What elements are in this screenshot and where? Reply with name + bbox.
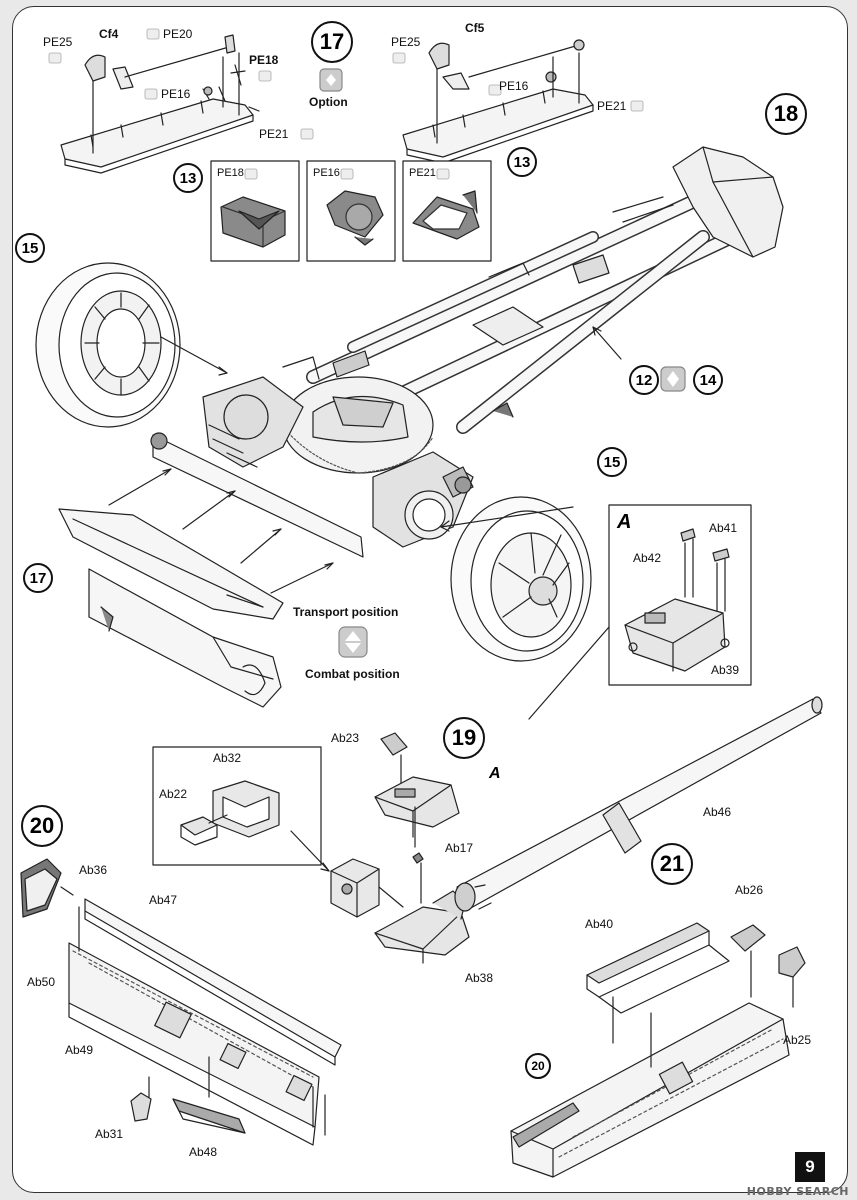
callout-13-left: 13 [173, 163, 203, 193]
part-pe18: PE18 [249, 53, 279, 67]
part-ab17: Ab17 [445, 841, 474, 855]
part-pe20: PE20 [163, 27, 193, 41]
callout-20: 20 [525, 1053, 551, 1079]
part-pe25-left: PE25 [43, 35, 73, 49]
callout-17: 17 [23, 563, 53, 593]
step-17-badge: 17 [311, 21, 353, 63]
part-cf4: Cf4 [99, 27, 119, 41]
instruction-page: 17 Option 18 19 20 21 13 13 15 15 17 12 … [12, 6, 848, 1193]
wheel-left-drawing [35, 262, 181, 428]
barrel-ab46-drawing [454, 696, 823, 912]
part-cf5: Cf5 [465, 21, 485, 35]
pe18-part-drawing [220, 196, 286, 248]
pe16-part-drawing [326, 190, 384, 246]
part-ab47: Ab47 [149, 893, 178, 907]
watermark-logo: HOBBY SEARCH [746, 1185, 849, 1198]
option-swap-icon [319, 68, 343, 92]
bracket-assembly-right-drawing [402, 39, 594, 164]
transport-combat-arrow-icon [338, 626, 368, 658]
part-ab42: Ab42 [633, 551, 662, 565]
part-ab32: Ab32 [213, 751, 242, 765]
callout-14: 14 [693, 365, 723, 395]
swap-12-14-icon [660, 366, 686, 392]
part-pe16-right: PE16 [499, 79, 529, 93]
ab32-ab22-detail-drawing [180, 780, 280, 846]
part-ab41: Ab41 [709, 521, 738, 535]
box-title-pe18: PE18 [217, 167, 244, 179]
assembly-illustration [20, 28, 823, 1178]
part-ab39: Ab39 [711, 663, 740, 677]
detail-a-label: A [617, 511, 632, 533]
pe21-part-drawing [412, 190, 480, 240]
bracket-assembly-left-drawing [60, 34, 260, 174]
step-20-badge: 20 [21, 805, 63, 847]
part-ab38: Ab38 [465, 971, 494, 985]
option-label: Option [309, 95, 348, 109]
callout-13-right: 13 [507, 147, 537, 177]
part-ab25: Ab25 [783, 1033, 812, 1047]
callout-12: 12 [629, 365, 659, 395]
transport-arm-drawing [58, 508, 284, 708]
step-18-badge: 18 [765, 93, 807, 135]
part-ab46: Ab46 [703, 805, 732, 819]
ab32-block-drawing [330, 858, 380, 918]
part-ab48: Ab48 [189, 1145, 218, 1159]
part-ab50: Ab50 [27, 975, 56, 989]
combat-position-label: Combat position [305, 667, 400, 681]
part-pe25-right: PE25 [391, 35, 421, 49]
transport-position-label: Transport position [293, 605, 399, 619]
box-title-pe16: PE16 [313, 167, 340, 179]
part-ab49: Ab49 [65, 1043, 94, 1057]
part-ab40: Ab40 [585, 917, 614, 931]
part-pe21-right: PE21 [597, 99, 627, 113]
step-19-badge: 19 [443, 717, 485, 759]
part-pe21-left: PE21 [259, 127, 289, 141]
top-carriage-assembly-drawing [510, 922, 806, 1178]
detail-a-housing-drawing [624, 528, 730, 672]
part-pe16-left: PE16 [161, 87, 191, 101]
page-number: 9 [795, 1152, 825, 1182]
step-21-badge: 21 [651, 843, 693, 885]
part-ab36: Ab36 [79, 863, 108, 877]
part-ab23: Ab23 [331, 731, 360, 745]
wheel-right-drawing [450, 496, 592, 662]
detail-a-ref-label: A [489, 765, 501, 782]
callout-15-right: 15 [597, 447, 627, 477]
breech-assembly-drawing [374, 732, 470, 964]
callout-15-left: 15 [15, 233, 45, 263]
part-ab31: Ab31 [95, 1127, 124, 1141]
gun-carriage-chassis-drawing [150, 146, 784, 558]
part-ab22: Ab22 [159, 787, 188, 801]
part-ab26: Ab26 [735, 883, 764, 897]
box-title-pe21: PE21 [409, 167, 436, 179]
side-frame-assembly-drawing [20, 858, 342, 1146]
